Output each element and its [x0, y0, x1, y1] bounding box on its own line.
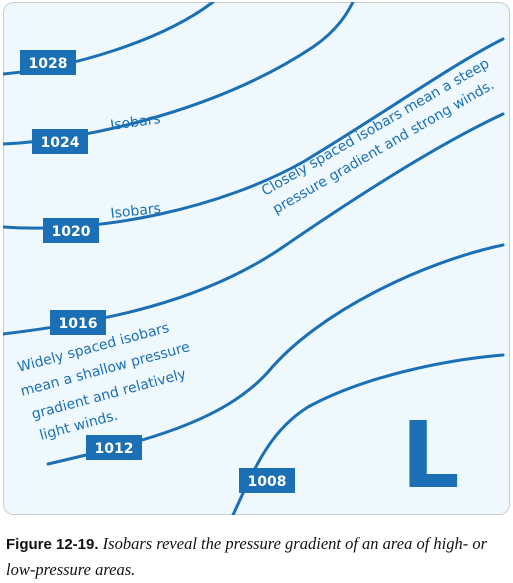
- figure-caption: Figure 12-19. Isobars reveal the pressur…: [6, 531, 506, 582]
- isobar-label-box-1028: [20, 50, 76, 75]
- map-background: [3, 2, 510, 515]
- isobar-label-box-1020: [43, 218, 99, 243]
- isobar-label-1008: 1008: [248, 474, 287, 490]
- isobars-annotation-upper: Isobars: [109, 111, 161, 134]
- isobars-annotation-lower: Isobars: [110, 201, 162, 222]
- caption-label: Figure 12-19.: [6, 536, 99, 553]
- isobar-label-1020: 1020: [52, 224, 91, 240]
- low-pressure-symbol: L: [401, 402, 460, 509]
- isobar-label-1024: 1024: [41, 135, 80, 151]
- isobar-label-1016: 1016: [59, 316, 98, 332]
- isobar-label-1028: 1028: [29, 56, 68, 72]
- isobar-label-1012: 1012: [95, 441, 134, 457]
- isobar-label-box-1024: [32, 129, 88, 154]
- isobar-label-box-1016: [50, 310, 106, 335]
- isobar-diagram: 1028 1024 1020 1016 1012 1008 Isobars Is…: [3, 2, 510, 515]
- isobar-label-box-1012: [86, 435, 142, 460]
- isobar-map-panel: 1028 1024 1020 1016 1012 1008 Isobars Is…: [3, 2, 510, 515]
- isobar-label-box-1008: [239, 468, 295, 493]
- caption-text: Isobars reveal the pressure gradient of …: [6, 534, 488, 579]
